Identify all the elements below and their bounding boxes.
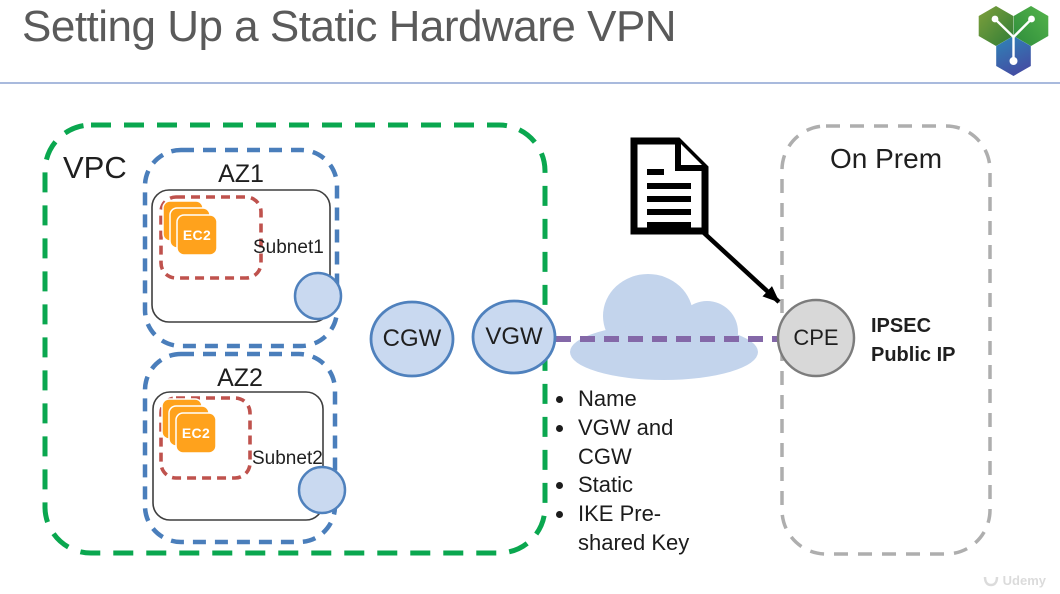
cpe-node xyxy=(776,298,856,378)
az2-boundary xyxy=(142,351,338,545)
ec2-group1-boundary xyxy=(159,195,263,280)
config-item: IKE Pre-shared Key xyxy=(576,500,728,558)
ec2-stack2-icon xyxy=(161,398,217,454)
ec2-stack1-icon xyxy=(162,200,218,256)
subnet2-label: Subnet2 xyxy=(252,448,323,469)
watermark: Udemy xyxy=(983,573,1046,588)
cgw-label: CGW xyxy=(382,325,442,352)
udemy-logo-icon xyxy=(983,576,998,587)
ec2-group2-boundary xyxy=(159,396,252,480)
on-prem-label: On Prem xyxy=(829,143,943,174)
ec2-label-1: EC2 xyxy=(182,227,212,243)
subnet1-label: Subnet1 xyxy=(253,237,324,258)
document-to-cpe-arrow xyxy=(702,231,781,304)
vgw-label: VGW xyxy=(485,323,543,350)
page-title: Setting Up a Static Hardware VPN xyxy=(22,2,677,51)
config-item: Static xyxy=(576,471,728,500)
ipsec-annotation: IPSEC Public IP xyxy=(871,312,955,370)
vgw-node xyxy=(471,299,557,375)
ipsec-line1: IPSEC xyxy=(871,315,932,337)
az2-label: AZ2 xyxy=(217,364,263,392)
cloud-icon xyxy=(570,274,758,380)
az1-boundary xyxy=(142,147,340,349)
vpc-label: VPC xyxy=(63,150,127,185)
watermark-text: Udemy xyxy=(1002,573,1046,588)
subnet2-endpoint-circle xyxy=(297,465,347,515)
document-icon xyxy=(630,137,709,235)
vpc-boundary xyxy=(42,122,548,556)
config-item: Name xyxy=(576,385,728,414)
az1-label: AZ1 xyxy=(218,160,264,188)
hexagon-molecule-logo-icon xyxy=(978,6,1049,76)
cgw-node xyxy=(369,300,455,378)
config-item: VGW and CGW xyxy=(576,414,728,472)
ipsec-line2: Public IP xyxy=(871,344,956,366)
subnet1-endpoint-circle xyxy=(293,271,343,321)
on-prem-boundary xyxy=(780,124,992,556)
vpn-config-list: Name VGW and CGW Static IKE Pre-shared K… xyxy=(550,385,728,558)
ec2-label-2: EC2 xyxy=(181,425,211,441)
cpe-label: CPE xyxy=(793,325,839,350)
